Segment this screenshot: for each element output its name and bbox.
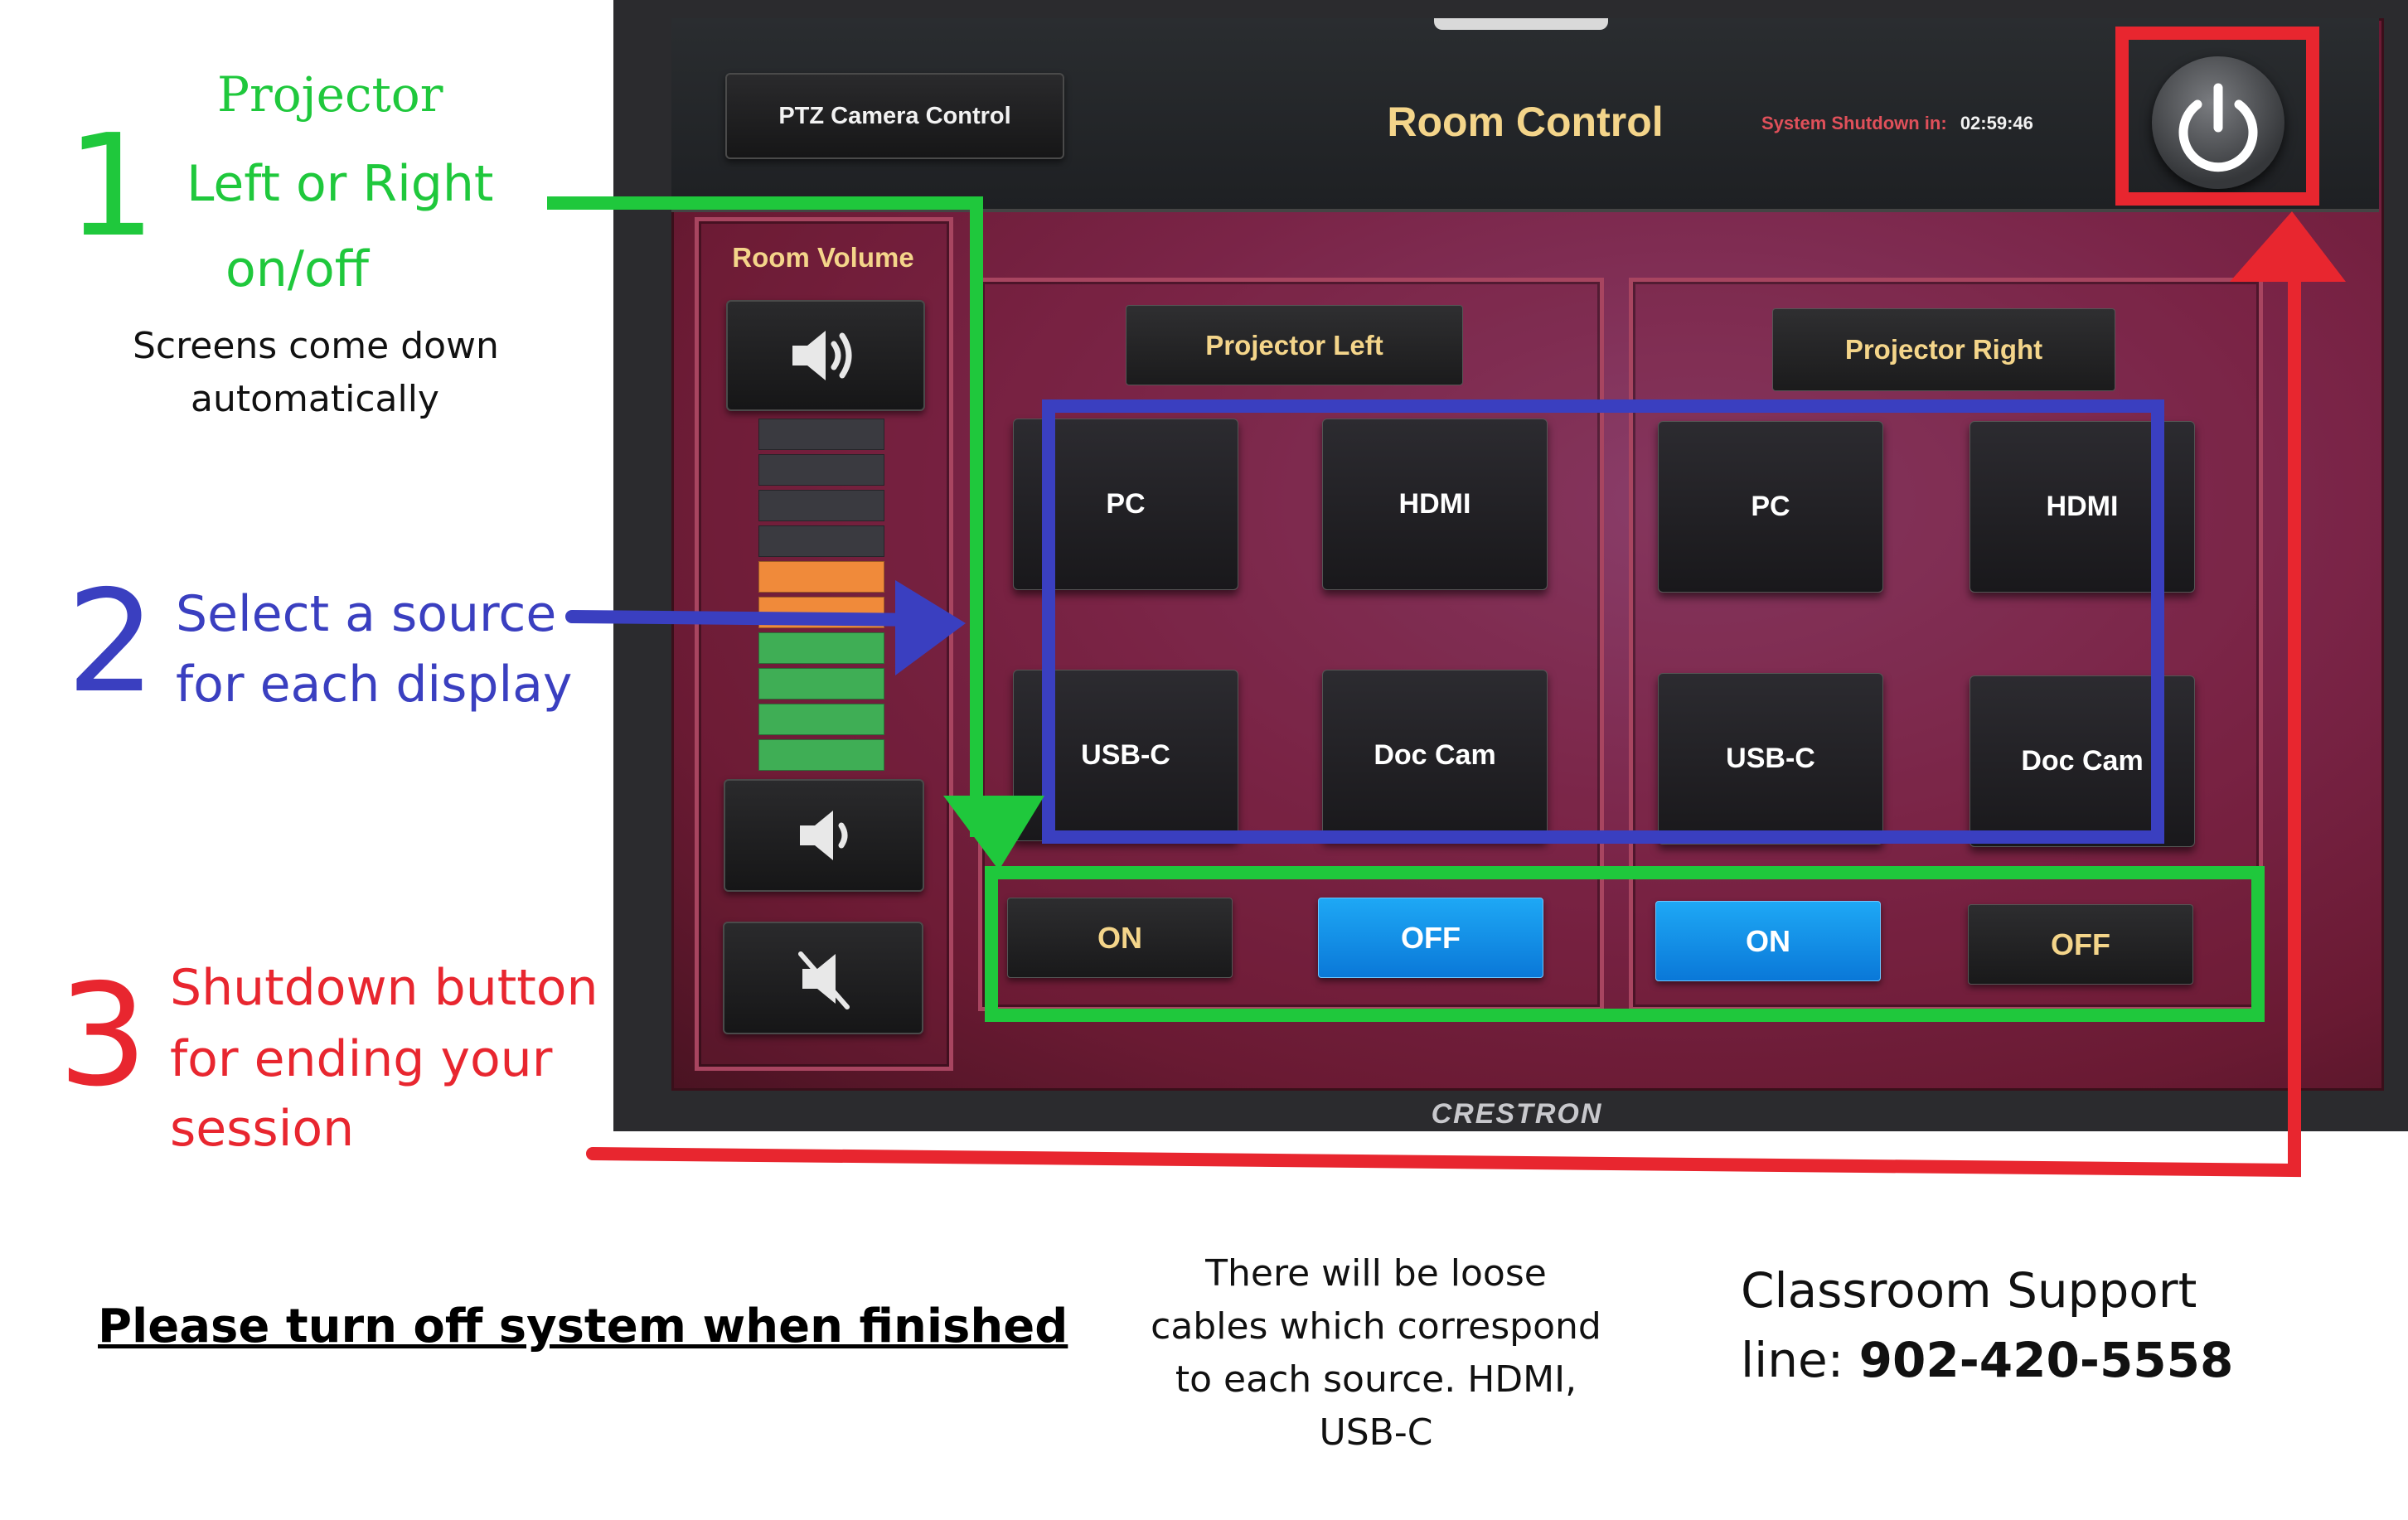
step-2-number: 2	[66, 560, 157, 724]
projector-right-usbc-button[interactable]: USB-C	[1658, 673, 1883, 845]
volume-down-icon	[800, 811, 848, 860]
on-label: ON	[1746, 923, 1790, 958]
support-phone-number: 902-420-5558	[1858, 1332, 2234, 1388]
cables-note-line1: There will be loose	[1205, 1252, 1547, 1295]
off-label: OFF	[1401, 920, 1461, 955]
cables-note-line4: USB-C	[1319, 1411, 1433, 1454]
mute-icon	[798, 951, 850, 1009]
volume-down-button[interactable]	[724, 779, 924, 892]
volume-segment	[758, 632, 884, 664]
projector-right-pc-button[interactable]: PC	[1658, 421, 1883, 593]
on-label: ON	[1097, 920, 1142, 955]
cables-note: There will be loose cables which corresp…	[1127, 1247, 1625, 1459]
green-arrow	[547, 196, 983, 837]
volume-level-bar[interactable]	[758, 419, 889, 775]
volume-segment	[758, 739, 884, 771]
blue-arrowhead	[895, 580, 966, 675]
volume-up-button[interactable]	[726, 300, 925, 411]
volume-segment	[758, 704, 884, 735]
source-label: PC	[1106, 488, 1146, 520]
volume-segment	[758, 561, 884, 593]
source-label: USB-C	[1081, 739, 1170, 771]
step-1-line2: Left or Right	[187, 155, 494, 213]
off-label: OFF	[2051, 927, 2110, 961]
page-title: Room Control	[1387, 99, 1664, 145]
step-3-line1: Shutdown button	[170, 959, 598, 1017]
step-2-line2: for each display	[176, 656, 573, 714]
blue-arrow	[565, 610, 935, 627]
turn-off-reminder: Please turn off system when finished	[98, 1300, 1068, 1353]
source-label: Doc Cam	[2021, 745, 2144, 777]
ptz-camera-control-label: PTZ Camera Control	[778, 102, 1011, 129]
power-icon	[2178, 83, 2258, 172]
step-1-title: Projector	[217, 66, 443, 123]
support-line1: Classroom Support	[1741, 1262, 2197, 1319]
source-label: USB-C	[1726, 743, 1815, 774]
cables-note-line2: cables which correspond	[1151, 1305, 1601, 1348]
projector-left-doccam-button[interactable]: Doc Cam	[1322, 670, 1548, 841]
step-3-number: 3	[58, 954, 148, 1118]
step-1-number: 1	[66, 104, 157, 269]
panel-top-tab	[1434, 18, 1608, 30]
power-button-highlight-box	[2115, 27, 2319, 206]
volume-segment	[758, 668, 884, 699]
source-highlight-box	[1042, 399, 2164, 844]
support-info: Classroom Support line: 902-420-5558	[1741, 1256, 2233, 1395]
projector-left-label-button: Projector Left	[1126, 305, 1463, 385]
volume-segment	[758, 525, 884, 557]
shutdown-countdown-label: System Shutdown in:	[1761, 113, 1947, 133]
volume-segment	[758, 454, 884, 486]
projector-left-hdmi-button[interactable]: HDMI	[1322, 419, 1548, 590]
shutdown-countdown: System Shutdown in: 02:59:46	[1761, 113, 2033, 134]
source-label: HDMI	[2046, 491, 2119, 522]
volume-up-icon	[792, 331, 852, 380]
source-label: PC	[1751, 491, 1790, 522]
support-line2: line: 902-420-5558	[1741, 1325, 2233, 1395]
power-toggle-highlight-box	[985, 866, 2265, 1022]
step-1-line3: on/off	[225, 240, 369, 298]
cables-note-line3: to each source. HDMI,	[1175, 1358, 1577, 1401]
source-label: HDMI	[1398, 488, 1471, 520]
step-3-line3: session	[170, 1100, 355, 1158]
room-volume-label: Room Volume	[732, 242, 914, 273]
step-1-note-line1: Screens come down	[133, 325, 499, 367]
source-label: Doc Cam	[1374, 739, 1496, 771]
power-button[interactable]	[2152, 56, 2284, 189]
step-2-line1: Select a source	[176, 585, 557, 643]
projector-left-on-button[interactable]: ON	[1007, 898, 1233, 978]
step-1-note-line2: automatically	[191, 378, 439, 420]
volume-segment	[758, 419, 884, 450]
projector-right-label-button: Projector Right	[1772, 308, 2115, 391]
crestron-logo: CRESTRON	[1431, 1098, 1603, 1130]
projector-right-label: Projector Right	[1844, 334, 2043, 365]
projector-right-off-button[interactable]: OFF	[1968, 904, 2193, 985]
projector-left-label: Projector Left	[1205, 329, 1383, 361]
support-prefix: line:	[1741, 1332, 1859, 1388]
ptz-camera-control-button[interactable]: PTZ Camera Control	[725, 73, 1064, 159]
shutdown-countdown-time: 02:59:46	[1960, 113, 2033, 133]
volume-segment	[758, 490, 884, 521]
mute-button[interactable]	[723, 922, 923, 1034]
red-arrow	[586, 242, 2301, 1178]
green-arrowhead	[943, 796, 1044, 870]
projector-left-off-button[interactable]: OFF	[1318, 898, 1543, 978]
projector-right-on-button[interactable]: ON	[1655, 901, 1881, 981]
step-3-line2: for ending your	[170, 1030, 553, 1088]
red-arrowhead	[2230, 211, 2346, 282]
